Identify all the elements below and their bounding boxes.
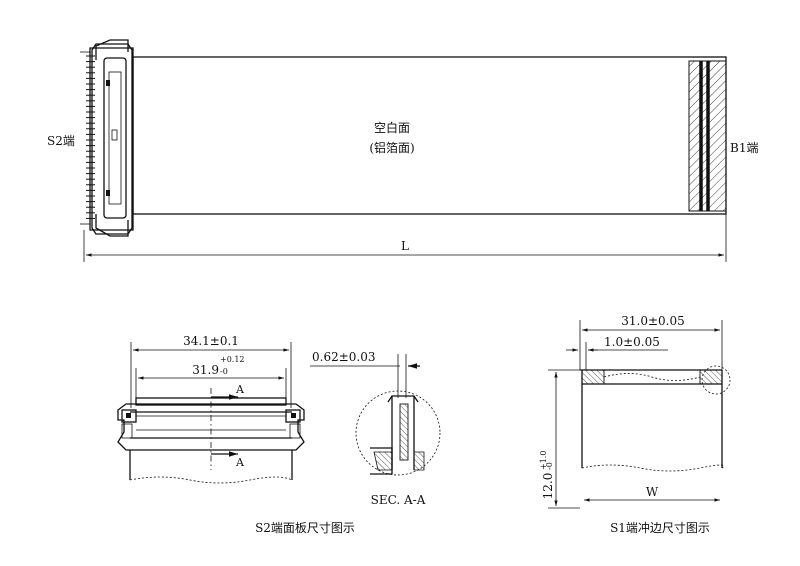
foil-side-label: (铝箔面) xyxy=(369,140,414,155)
s2-contact-pins xyxy=(86,55,95,219)
s1-punch-view: 31.0±0.05 1.0±0.05 12.0 +1.0 -0 W S1端冲边尺… xyxy=(539,314,731,535)
s2-end-label: S2端 xyxy=(47,134,75,148)
s1-width-dim: 31.0±0.05 xyxy=(621,314,685,328)
cable-top-view: S2端 B1端 空白面 (铝箔面) L xyxy=(47,39,758,262)
b1-end-label: B1端 xyxy=(730,141,758,155)
blank-side-label: 空白面 xyxy=(374,120,410,135)
s1-w-label: W xyxy=(646,485,659,499)
section-thickness-dim: 0.62±0.03 xyxy=(312,350,376,364)
section-detail-circle xyxy=(355,390,441,476)
s1-height-dim: 12.0 xyxy=(541,473,555,500)
s2-panel-view: 34.1±0.1 31.9 +0.12 -0 A A S2端面板尺寸图示 xyxy=(117,334,355,535)
s1-edge-dim: 1.0±0.05 xyxy=(604,335,660,349)
s1-height-tol-upper: +1.0 xyxy=(539,451,548,470)
section-caption: SEC. A-A xyxy=(371,493,426,507)
length-label: L xyxy=(401,239,409,253)
s1-detail-circle xyxy=(701,365,731,395)
s2-inner-dim: 31.9 xyxy=(192,363,219,377)
s2-panel-caption: S2端面板尺寸图示 xyxy=(255,521,355,535)
s2-inner-tol-lower: -0 xyxy=(220,367,228,376)
section-marker-bottom: A xyxy=(235,456,245,469)
s2-connector xyxy=(80,39,134,237)
s1-punch-caption: S1端冲边尺寸图示 xyxy=(610,520,710,535)
s2-inner-tol-upper: +0.12 xyxy=(220,355,245,364)
cable-body xyxy=(132,56,727,215)
section-aa-view: 0.62±0.03 SEC. A-A xyxy=(310,350,441,507)
s1-right-stiffener xyxy=(699,369,723,385)
s1-height-tol-lower: -0 xyxy=(545,462,554,470)
s2-width-dim: 34.1±0.1 xyxy=(183,334,239,348)
section-marker-top: A xyxy=(235,383,245,396)
s1-left-stiffener xyxy=(581,369,605,385)
